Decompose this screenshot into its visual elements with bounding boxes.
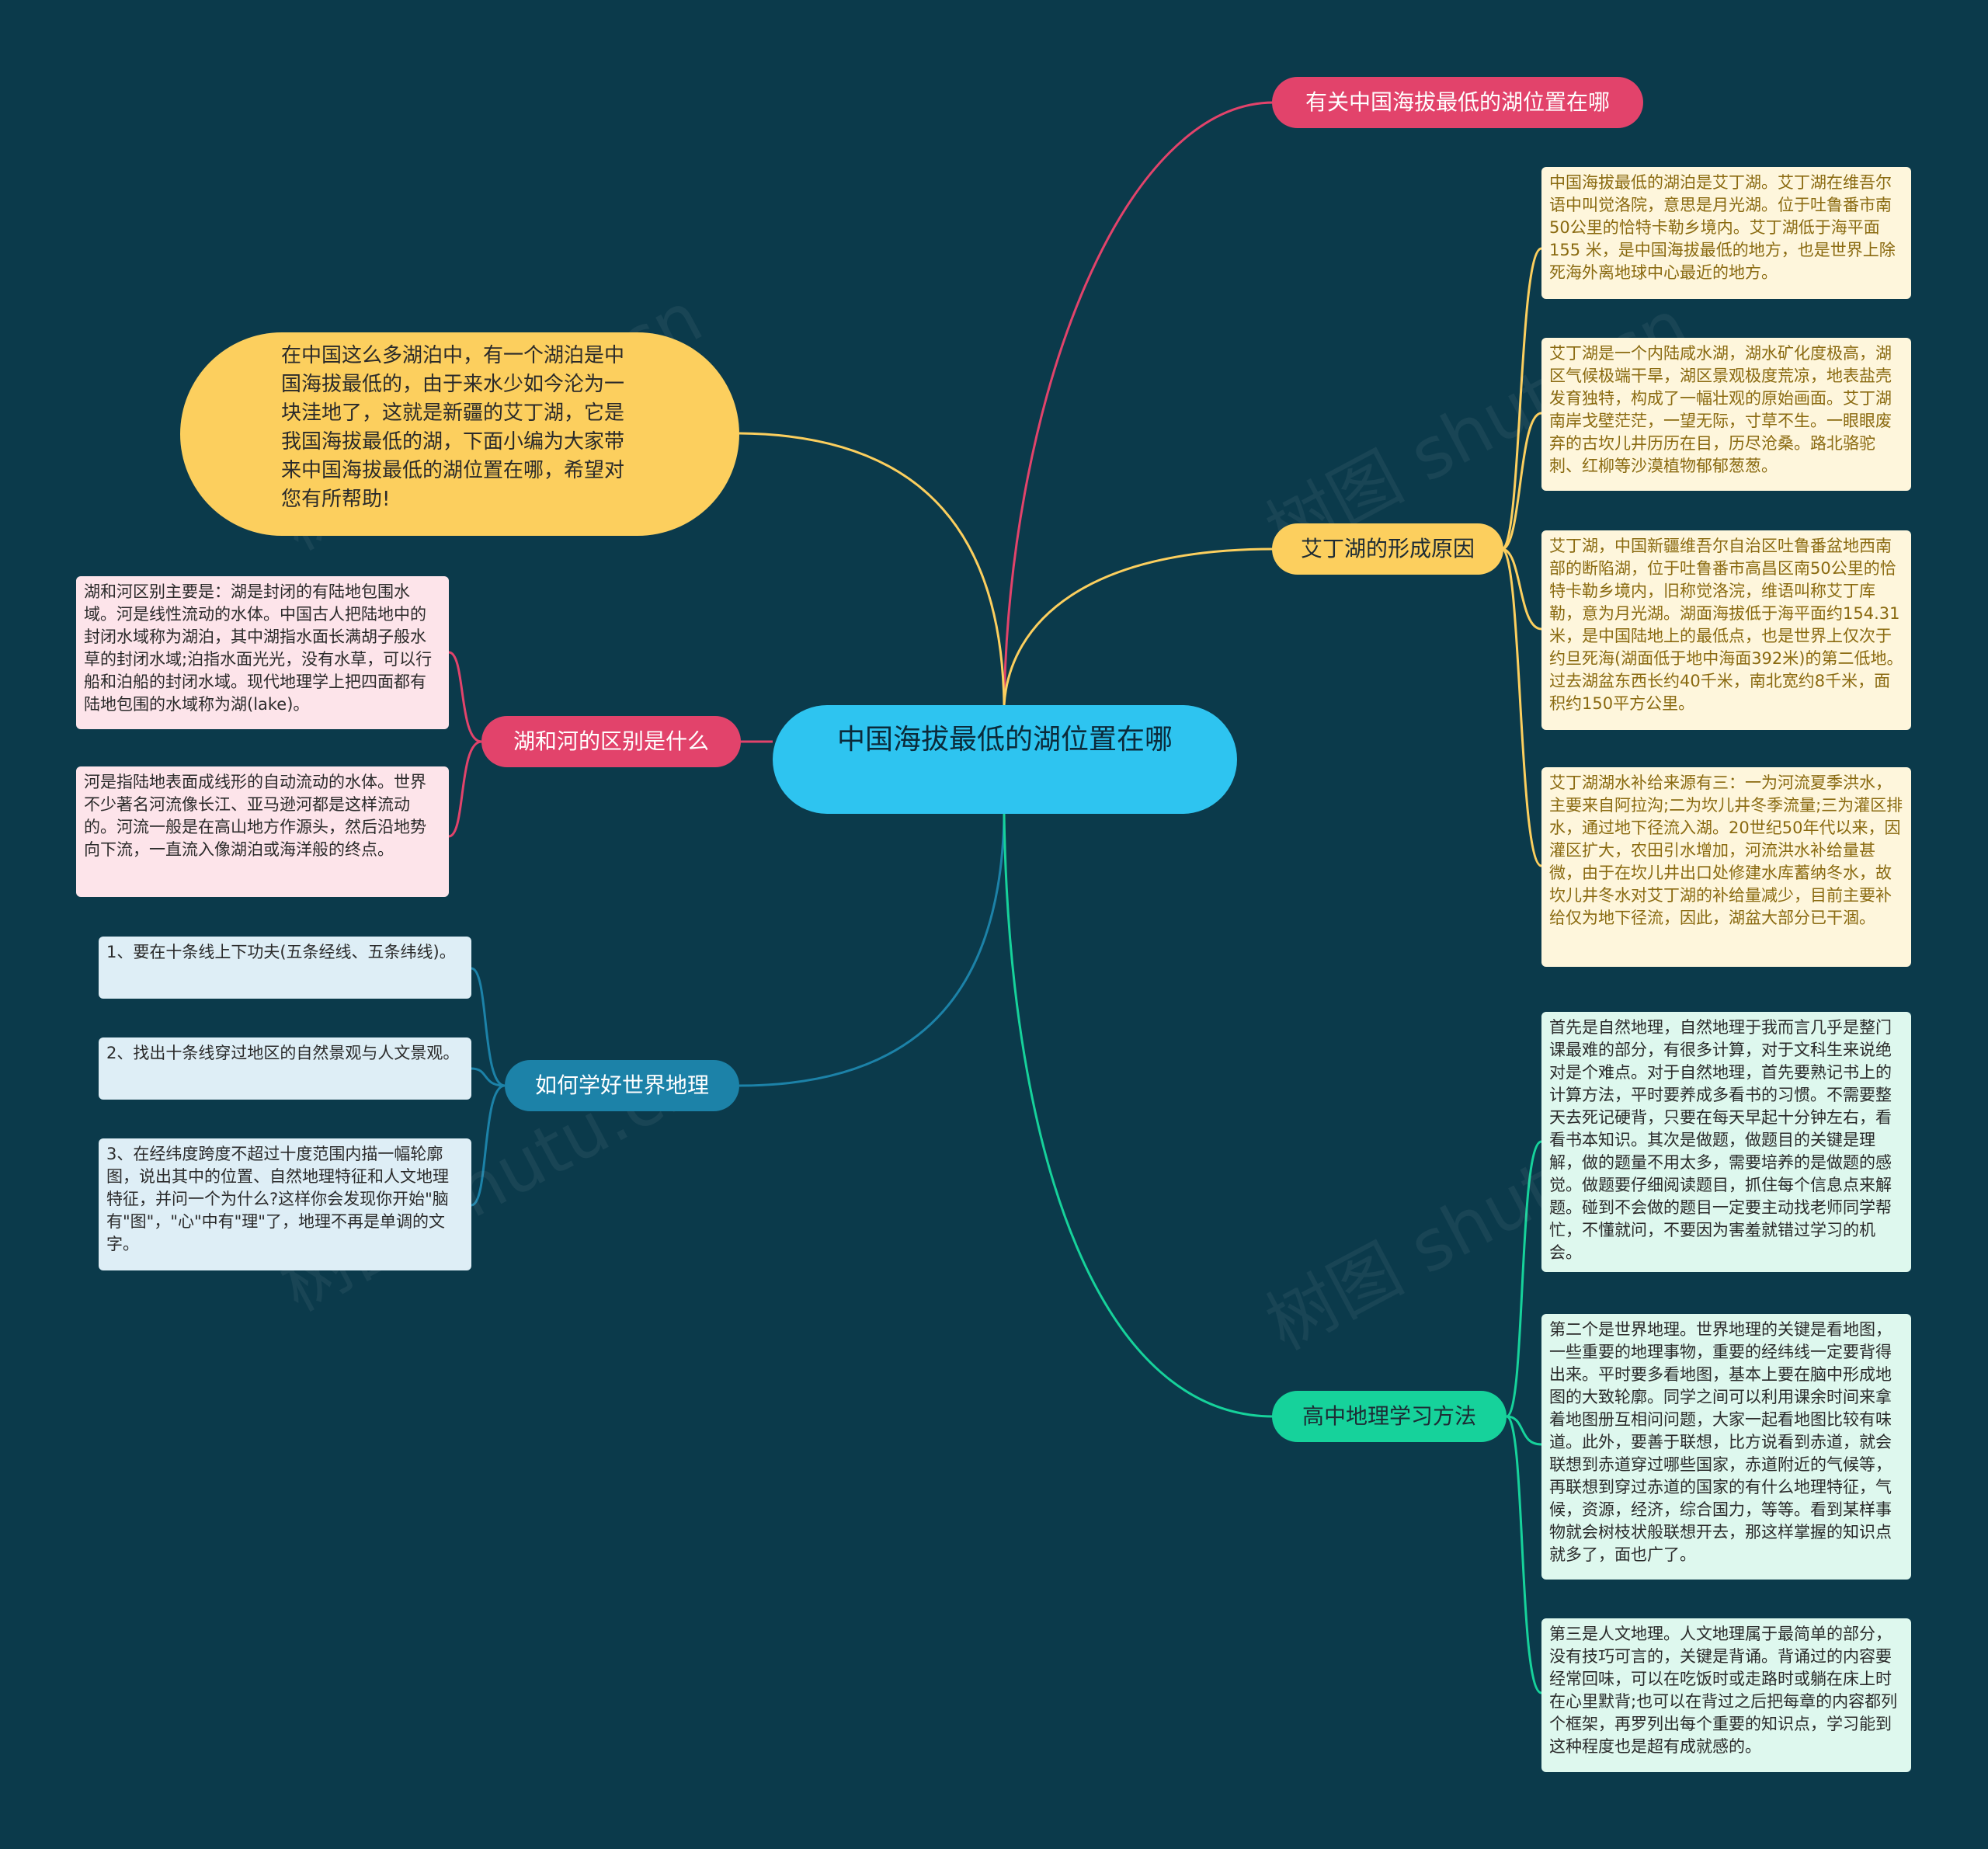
link-center-worldgeo — [739, 813, 1006, 1087]
lake-river-card[interactable]: 湖和河区别主要是：湖是封闭的有陆地包围水域。河是线性流动的水体。中国古人把陆地中… — [76, 576, 449, 729]
link-center-formation — [1003, 547, 1274, 706]
world-geo-card[interactable]: 2、找出十条线穿过地区的自然景观与人文景观。 — [99, 1037, 471, 1100]
methods-card[interactable]: 第三是人文地理。人文地理属于最简单的部分，没有技巧可言的，关键是背诵。背诵过的内… — [1541, 1618, 1911, 1772]
lake-river-card[interactable]: 河是指陆地表面成线形的自动流动的水体。世界不少著名河流像长江、亚马逊河都是这样流… — [76, 766, 449, 897]
link-center-about — [1003, 101, 1274, 706]
branch-world-geo[interactable]: 如何学好世界地理 — [505, 1060, 739, 1111]
world-geo-card[interactable]: 3、在经纬度跨度不超过十度范围内描一幅轮廓图，说出其中的位置、自然地理特征和人文… — [99, 1138, 471, 1270]
link-center-methods — [1003, 813, 1274, 1418]
methods-card[interactable]: 第二个是世界地理。世界地理的关键是看地图，一些重要的地理事物，重要的经纬线一定要… — [1541, 1314, 1911, 1580]
formation-card[interactable]: 中国海拔最低的湖泊是艾丁湖。艾丁湖在维吾尔语中叫觉洛院，意思是月光湖。位于吐鲁番… — [1541, 167, 1911, 299]
formation-card[interactable]: 艾丁湖湖水补给来源有三：一为河流夏季洪水，主要来自阿拉沟;二为坎儿井冬季流量;三… — [1541, 767, 1911, 967]
branch-about[interactable]: 有关中国海拔最低的湖位置在哪 — [1272, 77, 1643, 128]
formation-card[interactable]: 艾丁湖，中国新疆维吾尔自治区吐鲁番盆地西南部的断陷湖，位于吐鲁番市高昌区南50公… — [1541, 530, 1911, 730]
branch-lake-river[interactable]: 湖和河的区别是什么 — [481, 716, 741, 767]
formation-card[interactable]: 艾丁湖是一个内陆咸水湖，湖水矿化度极高，湖区气候极端干旱，湖区景观极度荒凉，地表… — [1541, 338, 1911, 491]
center-topic[interactable]: 中国海拔最低的湖位置在哪 — [773, 705, 1237, 814]
link-center-intro — [739, 432, 1006, 706]
intro-bubble[interactable]: 在中国这么多湖泊中，有一个湖泊是中国海拔最低的，由于来水少如今沦为一块洼地了，这… — [180, 332, 739, 536]
world-geo-card[interactable]: 1、要在十条线上下功夫(五条经线、五条纬线)。 — [99, 937, 471, 999]
methods-card[interactable]: 首先是自然地理，自然地理于我而言几乎是整门课最难的部分，有很多计算，对于文科生来… — [1541, 1012, 1911, 1272]
branch-methods[interactable]: 高中地理学习方法 — [1272, 1391, 1507, 1442]
branch-formation[interactable]: 艾丁湖的形成原因 — [1272, 523, 1503, 575]
